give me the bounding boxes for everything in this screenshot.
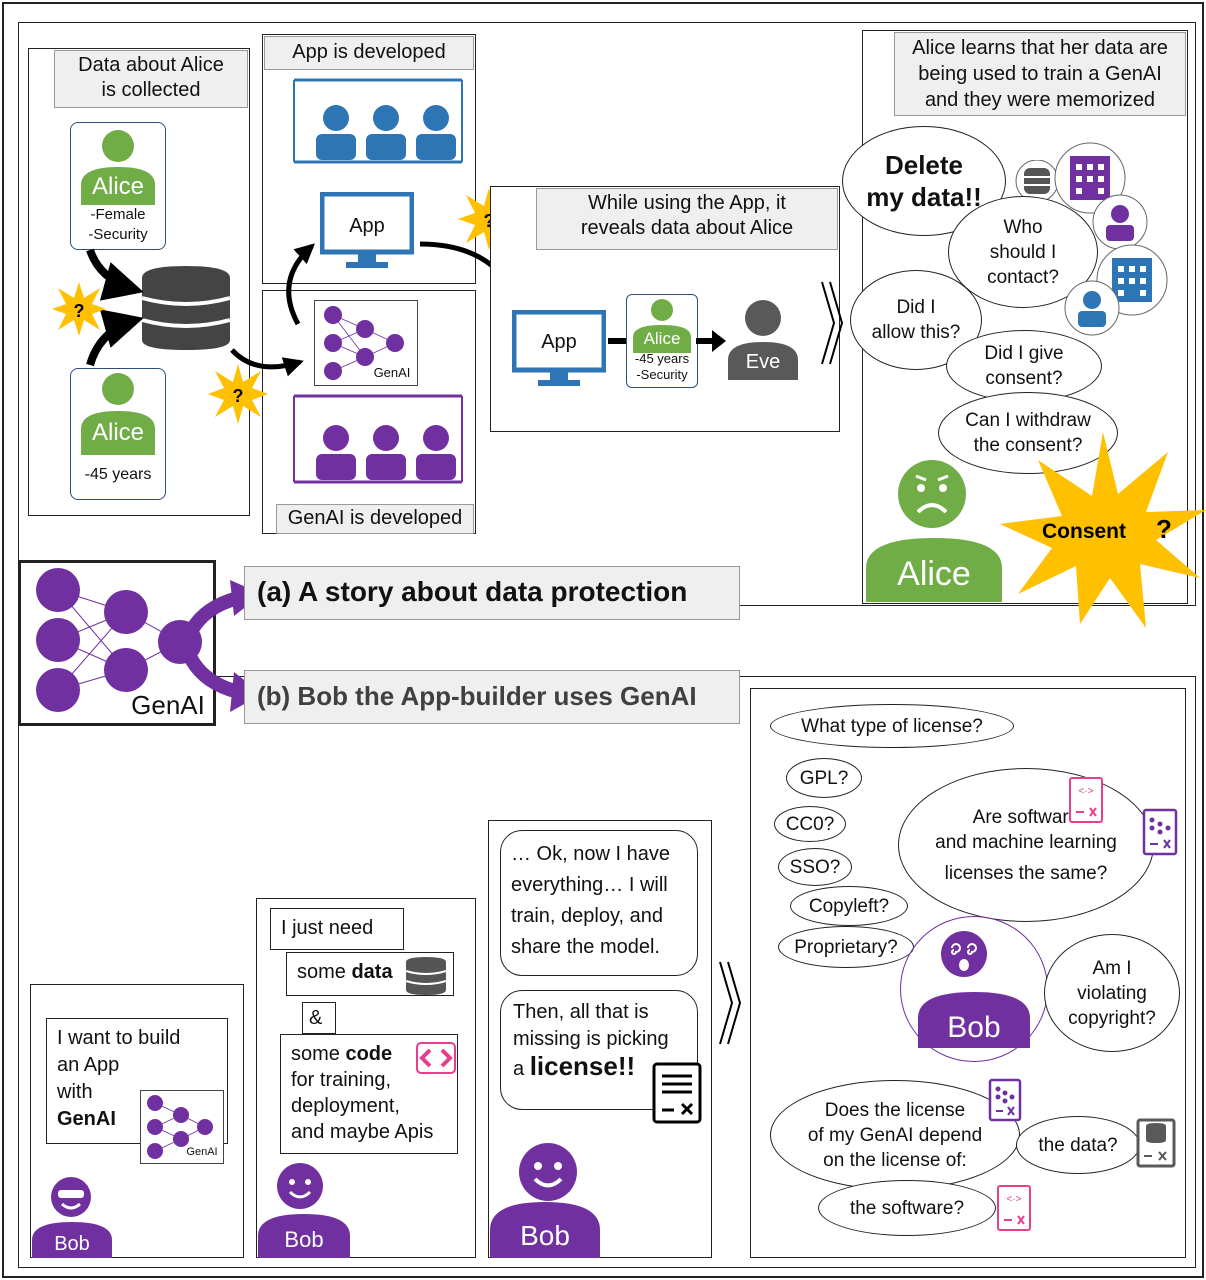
- alice-card-age: Alice -45 years: [70, 368, 166, 500]
- svg-text:<·>: <·>: [1006, 1194, 1021, 1205]
- database-icon: [405, 957, 447, 995]
- database-icon: [141, 266, 231, 350]
- bob-body: [32, 1222, 112, 1258]
- app-label: App: [349, 215, 385, 237]
- genai-icon-box: GenAI: [140, 1090, 224, 1164]
- question-mark: ?: [74, 301, 85, 321]
- database-icon: [1015, 160, 1059, 202]
- alice-attr-female: -Female: [90, 206, 146, 223]
- speech-need: I just need: [270, 908, 404, 950]
- consent-word: Consent: [1042, 520, 1126, 543]
- speech-cc0: CC0?: [774, 806, 846, 842]
- bob-body: [258, 1214, 350, 1258]
- ml-license-icon: [1142, 808, 1178, 856]
- svg-text:<·>: <·>: [1078, 786, 1093, 797]
- alice-card-female: Alice -Female -Security: [70, 122, 166, 250]
- speech-gpl: GPL?: [786, 758, 862, 798]
- person-icon: [81, 130, 155, 205]
- collect-arrows: [86, 248, 144, 367]
- question-mark: ?: [233, 386, 244, 406]
- alice-attr-security: -Security: [88, 226, 148, 243]
- bob-body: [918, 992, 1030, 1048]
- alice-attr-age: -45 years: [634, 351, 690, 366]
- app-label: App: [541, 331, 577, 353]
- developers-icon-purple: [293, 394, 463, 484]
- code-license-icon: <·>: [1069, 777, 1103, 823]
- eve-person-icon: [728, 300, 798, 380]
- next-chevron-icon: [821, 281, 844, 365]
- question-star-icon: ?: [52, 282, 106, 336]
- alice-label: Alice: [643, 329, 681, 348]
- developer-icon: [1092, 194, 1148, 250]
- license-document-icon: [652, 1062, 702, 1124]
- speech-proprietary: Proprietary?: [778, 926, 914, 968]
- ml-license-icon: [988, 1078, 1022, 1122]
- bob-label: Bob: [54, 1233, 90, 1255]
- neural-net-icon: [36, 568, 202, 712]
- genai-dev-caption: GenAI is developed: [276, 504, 474, 534]
- cool-face-icon: [51, 1177, 91, 1217]
- bob-label: Bob: [284, 1227, 324, 1252]
- dizzy-face-icon: [941, 931, 987, 977]
- neural-net-icon: [324, 306, 404, 380]
- genai-icon-box: GenAI: [314, 300, 418, 386]
- building-icon: [1054, 142, 1126, 214]
- speech-the-data: the data?: [1016, 1116, 1140, 1174]
- smile-face-icon: [519, 1143, 577, 1201]
- genai-hub-label: GenAI: [131, 690, 205, 720]
- eve-label: Eve: [745, 351, 781, 373]
- neural-net-icon: [147, 1095, 213, 1159]
- alice-body: [866, 538, 1002, 602]
- alice-label: Alice: [91, 173, 145, 200]
- consent-star-icon: Consent ?: [1000, 432, 1206, 628]
- question-mark: ?: [1156, 514, 1172, 544]
- bob-label: Bob: [520, 1220, 570, 1251]
- speech-sso: SSO?: [778, 848, 852, 886]
- genai-small-label: GenAI: [186, 1146, 218, 1158]
- alice-big-label: Alice: [897, 555, 971, 593]
- next-chevron-icon: [719, 961, 742, 1045]
- alice-attr-age: -45 years: [84, 466, 152, 483]
- developer-icon: [1064, 280, 1120, 336]
- title-a: (a) A story about data protection: [244, 566, 740, 620]
- arrow-right-icon: [696, 330, 726, 352]
- alice-label: Alice: [91, 419, 145, 446]
- app-dev-caption: App is developed: [264, 36, 474, 70]
- developers-icon-blue: [293, 78, 463, 164]
- worried-face-icon: [898, 460, 966, 528]
- bob-label: Bob: [947, 1011, 1001, 1044]
- speech-and: &: [302, 1002, 336, 1034]
- smile-face-icon: [277, 1163, 323, 1209]
- question-mark: ?: [484, 211, 495, 231]
- genai-small-label: GenAI: [373, 365, 411, 380]
- speech-license-type: What type of license?: [770, 704, 1014, 748]
- alice-card-small: Alice -45 years -Security: [626, 294, 698, 388]
- monitor-icon: [320, 192, 414, 268]
- data-license-icon: [1136, 1118, 1176, 1168]
- building-icon: [1096, 244, 1168, 316]
- bob-body: [490, 1202, 600, 1258]
- title-b: (b) Bob the App-builder uses GenAI: [244, 670, 740, 724]
- speech-the-software: the software?: [818, 1180, 996, 1236]
- monitor-icon: [512, 310, 606, 386]
- connector: [608, 338, 628, 344]
- code-icon: [416, 1042, 456, 1074]
- alice-attr-security: -Security: [636, 367, 688, 382]
- person-icon: [633, 299, 691, 353]
- question-star-icon: ?: [208, 364, 268, 424]
- code-license-icon: <·>: [997, 1185, 1031, 1231]
- person-icon: [81, 373, 155, 455]
- speech-copyleft: Copyleft?: [790, 886, 908, 926]
